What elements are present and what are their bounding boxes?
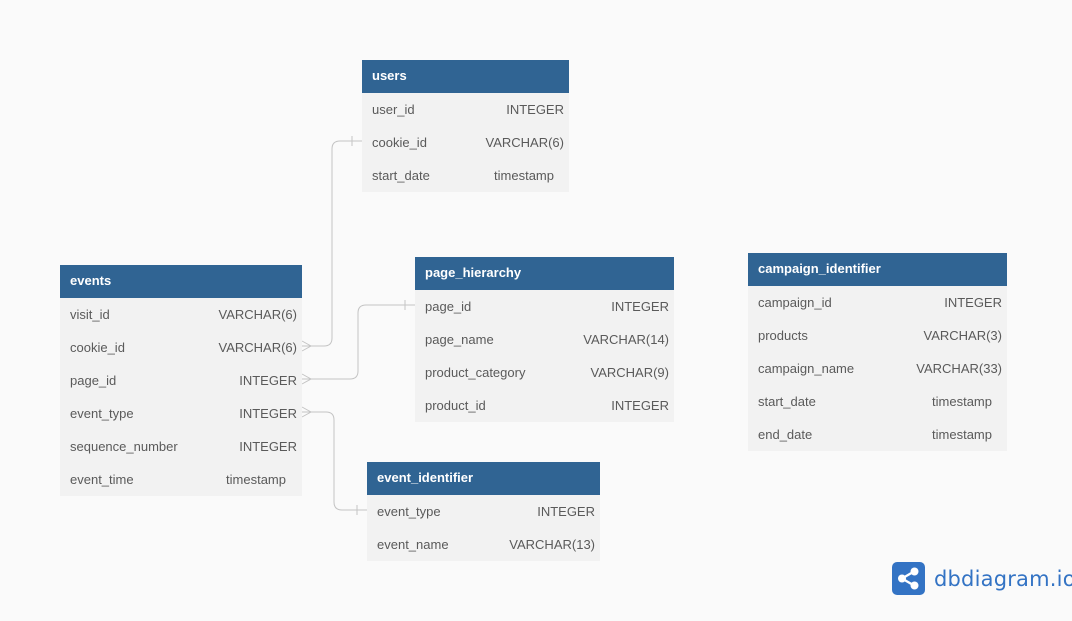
column-type: INTEGER xyxy=(506,102,564,117)
table-row[interactable]: page_id INTEGER xyxy=(60,364,302,397)
connector-events-page-hierarchy xyxy=(302,304,415,380)
column-type: VARCHAR(6) xyxy=(485,135,565,150)
column-name: product_category xyxy=(425,365,526,380)
column-name: campaign_id xyxy=(758,295,832,310)
column-name: cookie_id xyxy=(372,135,427,150)
table-row[interactable]: product_id INTEGER xyxy=(415,389,674,422)
brand-logo[interactable]: dbdiagram.io xyxy=(892,562,1072,595)
table-row[interactable]: event_name VARCHAR(13) xyxy=(367,528,600,561)
table-users[interactable]: users user_id INTEGER cookie_id VARCHAR(6)… xyxy=(362,60,569,192)
column-name: event_type xyxy=(70,406,134,421)
table-row[interactable]: products VARCHAR(3) xyxy=(748,319,1007,352)
column-type: INTEGER xyxy=(611,398,669,413)
table-row[interactable]: cookie_id VARCHAR(6) xyxy=(362,126,569,159)
table-header[interactable]: event_identifier xyxy=(367,462,600,495)
column-name: sequence_number xyxy=(70,439,178,454)
column-type: INTEGER xyxy=(239,439,297,454)
column-name: start_date xyxy=(372,168,430,183)
column-type: VARCHAR(6) xyxy=(218,340,298,355)
table-row[interactable]: event_type INTEGER xyxy=(60,397,302,430)
table-event-identifier[interactable]: event_identifier event_type INTEGER event… xyxy=(367,462,600,561)
column-type: VARCHAR(14) xyxy=(583,332,669,347)
column-type: timestamp xyxy=(932,427,992,442)
crowfoot-many-icon xyxy=(301,340,313,352)
column-name: event_name xyxy=(377,537,449,552)
table-row[interactable]: campaign_name VARCHAR(33) xyxy=(748,352,1007,385)
dbdiagram-share-icon xyxy=(892,562,925,595)
table-row[interactable]: event_time timestamp xyxy=(60,463,302,496)
column-type: INTEGER xyxy=(537,504,595,519)
column-type: INTEGER xyxy=(239,373,297,388)
table-row[interactable]: page_id INTEGER xyxy=(415,290,674,323)
column-type: VARCHAR(9) xyxy=(590,365,670,380)
column-type: VARCHAR(3) xyxy=(923,328,1003,343)
column-name: end_date xyxy=(758,427,813,442)
table-row[interactable]: cookie_id VARCHAR(6) xyxy=(60,331,302,364)
brand-name: dbdiagram.io xyxy=(934,566,1072,591)
table-row[interactable]: start_date timestamp xyxy=(748,385,1007,418)
column-type: INTEGER xyxy=(944,295,1002,310)
column-name: product_id xyxy=(425,398,486,413)
table-header[interactable]: page_hierarchy xyxy=(415,257,674,290)
connector-events-users xyxy=(302,140,362,347)
table-row[interactable]: visit_id VARCHAR(6) xyxy=(60,298,302,331)
column-type: INTEGER xyxy=(239,406,297,421)
column-type: timestamp xyxy=(494,168,554,183)
column-name: start_date xyxy=(758,394,816,409)
column-name: campaign_name xyxy=(758,361,855,376)
column-name: user_id xyxy=(372,102,415,117)
table-header[interactable]: campaign_identifier xyxy=(748,253,1007,286)
column-name: event_type xyxy=(377,504,441,519)
table-campaign-identifier[interactable]: campaign_identifier campaign_id INTEGER p… xyxy=(748,253,1007,451)
connector-events-event-identifier xyxy=(302,411,367,511)
column-type: timestamp xyxy=(226,472,286,487)
column-type: VARCHAR(6) xyxy=(218,307,298,322)
crowfoot-many-icon xyxy=(301,373,313,385)
column-name: page_id xyxy=(70,373,117,388)
column-name: page_name xyxy=(425,332,494,347)
crowfoot-many-icon xyxy=(301,406,313,418)
table-header[interactable]: events xyxy=(60,265,302,298)
table-row[interactable]: event_type INTEGER xyxy=(367,495,600,528)
table-row[interactable]: start_date timestamp xyxy=(362,159,569,192)
table-row[interactable]: end_date timestamp xyxy=(748,418,1007,451)
column-type: VARCHAR(13) xyxy=(509,537,595,552)
column-type: timestamp xyxy=(932,394,992,409)
column-name: visit_id xyxy=(70,307,110,322)
table-header[interactable]: users xyxy=(362,60,569,93)
column-type: VARCHAR(33) xyxy=(916,361,1002,376)
table-row[interactable]: campaign_id INTEGER xyxy=(748,286,1007,319)
column-name: event_time xyxy=(70,472,134,487)
table-row[interactable]: sequence_number INTEGER xyxy=(60,430,302,463)
column-name: page_id xyxy=(425,299,472,314)
column-type: INTEGER xyxy=(611,299,669,314)
table-row[interactable]: product_category VARCHAR(9) xyxy=(415,356,674,389)
table-row[interactable]: user_id INTEGER xyxy=(362,93,569,126)
table-row[interactable]: page_name VARCHAR(14) xyxy=(415,323,674,356)
column-name: products xyxy=(758,328,808,343)
column-name: cookie_id xyxy=(70,340,125,355)
